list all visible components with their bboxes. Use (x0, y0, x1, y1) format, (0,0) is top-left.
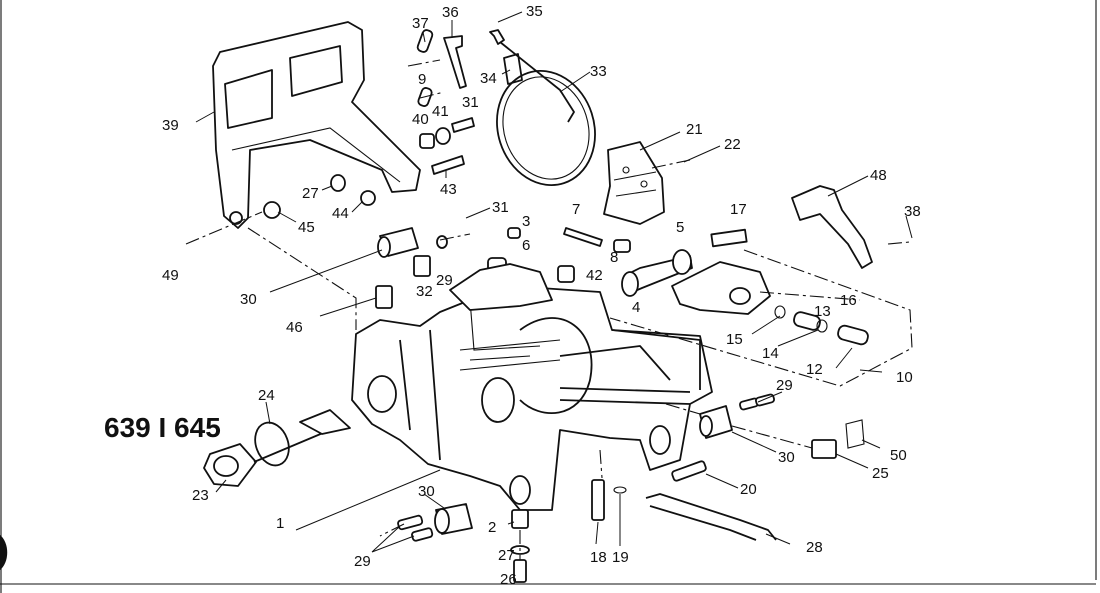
crankcase-housing-part (351, 263, 713, 511)
part-label-p38: 38 (904, 203, 921, 220)
part-label-p35: 35 (526, 3, 543, 20)
mid-right-parts (487, 227, 869, 346)
part-label-p42: 42 (586, 267, 603, 284)
part-label-p30a: 30 (240, 291, 257, 308)
part-label-p19: 19 (612, 549, 629, 566)
part-label-p29b: 29 (776, 377, 793, 394)
part-label-p1: 1 (276, 515, 284, 532)
part-label-p27b: 27 (498, 547, 515, 564)
part-label-p32: 32 (416, 283, 433, 300)
part-label-p49: 49 (162, 267, 179, 284)
part-label-p31a: 31 (462, 94, 479, 111)
part-label-p50: 50 (890, 447, 907, 464)
part-label-p6: 6 (522, 237, 530, 254)
part-label-p13: 13 (814, 303, 831, 320)
part-label-p9: 9 (418, 71, 426, 88)
part-label-p41: 41 (432, 103, 449, 120)
part-label-p21: 21 (686, 121, 703, 138)
part-label-p36: 36 (442, 4, 459, 21)
part-label-p4: 4 (632, 299, 640, 316)
diagram-code: 639 I 645 (104, 412, 221, 443)
bracket-part (791, 185, 873, 269)
brake-band-part (489, 29, 596, 187)
part-label-p17: 17 (730, 201, 747, 218)
part-label-p26: 26 (500, 571, 517, 588)
part-label-p15: 15 (726, 331, 743, 348)
assembly-lines (185, 59, 913, 560)
part-label-p31b: 31 (492, 199, 509, 216)
part-label-p25: 25 (872, 465, 889, 482)
part-label-p44: 44 (332, 205, 349, 222)
part-label-p34: 34 (480, 70, 497, 87)
part-label-p12: 12 (806, 361, 823, 378)
binder-hole-mark (0, 535, 8, 570)
part-label-p8: 8 (610, 249, 618, 266)
part-label-p29c: 29 (354, 553, 371, 570)
part-label-p10: 10 (896, 369, 913, 386)
part-label-p7: 7 (572, 201, 580, 218)
part-label-p40: 40 (412, 111, 429, 128)
part-label-p23: 23 (192, 487, 209, 504)
part-label-p37: 37 (412, 15, 429, 32)
leader-lines (195, 11, 913, 553)
part-label-p14: 14 (762, 345, 779, 362)
small-hardware-top (263, 29, 475, 219)
part-label-p39: 39 (162, 117, 179, 134)
part-label-p27a: 27 (302, 185, 319, 202)
left-parts (203, 409, 351, 487)
part-label-p48: 48 (870, 167, 887, 184)
part-label-p29a: 29 (436, 272, 453, 289)
part-label-p28: 28 (806, 539, 823, 556)
cover-plate-part (603, 141, 665, 225)
part-label-p2: 2 (488, 519, 496, 536)
bottom-parts (397, 393, 865, 583)
part-label-p30c: 30 (418, 483, 435, 500)
part-label-p33: 33 (590, 63, 607, 80)
part-label-p20: 20 (740, 481, 757, 498)
part-label-p18: 18 (590, 549, 607, 566)
part-label-p24: 24 (258, 387, 275, 404)
part-label-p46: 46 (286, 319, 303, 336)
part-label-p5: 5 (676, 219, 684, 236)
part-label-p43: 43 (440, 181, 457, 198)
pivot-parts (375, 227, 448, 309)
part-label-p3: 3 (522, 213, 530, 230)
part-label-p22: 22 (724, 136, 741, 153)
part-label-p45: 45 (298, 219, 315, 236)
part-label-p30b: 30 (778, 449, 795, 466)
part-label-p16: 16 (840, 292, 857, 309)
